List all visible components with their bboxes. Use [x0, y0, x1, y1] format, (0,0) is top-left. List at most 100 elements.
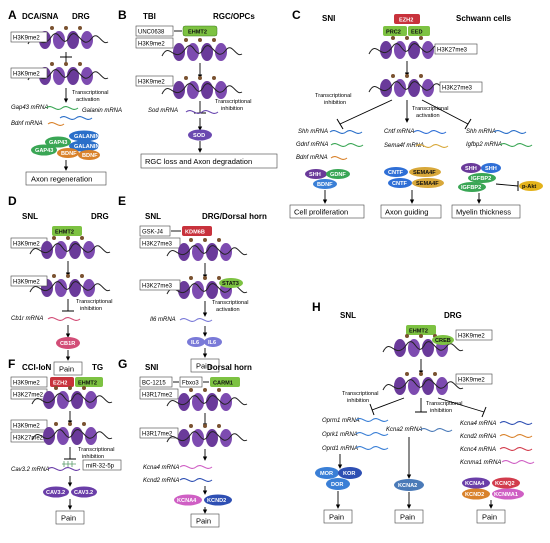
mrna-label: Cb1r mRNA [11, 316, 43, 322]
enzyme-label: EHMT2 [409, 329, 428, 335]
tf-creb [432, 335, 454, 345]
enzyme-label: PRC2 [386, 30, 401, 36]
enzyme-box [210, 377, 240, 387]
mrna-strand [355, 432, 389, 436]
nucleosome-icon [368, 73, 450, 98]
mrna-label: Il6 mRNA [150, 317, 176, 323]
histone-mark-box [434, 43, 478, 55]
protein-label: SHH [309, 172, 321, 178]
protein-label: KCNA4 [465, 481, 485, 487]
histone-mark-box [135, 37, 174, 49]
mrna-label: Cntf mRNA [384, 129, 414, 135]
mrna-label: Kcnd2 mRNA [460, 434, 496, 440]
outcome-text: Myelin thickness [456, 208, 511, 217]
enzyme-box [52, 226, 82, 236]
protein-kcna4 [462, 477, 490, 489]
nucleosome-icon [166, 387, 248, 412]
panel-g-condition: SNI [145, 363, 158, 372]
inhibitor-label: GSK-J4 [142, 230, 164, 236]
enzyme-label: EZH2 [399, 18, 413, 24]
inhibitor-label: UNC0638 [138, 30, 165, 36]
branch-line [421, 99, 469, 125]
histone-mark: H3K9me2 [13, 280, 40, 286]
panel-f-tissue: TG [92, 363, 103, 372]
protein-label: IL6 [208, 340, 216, 346]
histone-mark: H3K27me3 [142, 242, 173, 248]
annotation-line: Transcriptional [78, 447, 114, 453]
mrna-label: Shh mRNA [298, 129, 328, 135]
protein-label: CNTF [388, 170, 403, 176]
enzyme-label: EHMT2 [188, 30, 207, 36]
annotation-line: activation [216, 307, 240, 313]
mrna-label: Kcnd2 mRNA [143, 478, 179, 484]
enzyme-box [75, 377, 103, 387]
outcome-box [25, 171, 107, 186]
panel-d-condition: SNL [22, 212, 38, 221]
protein-label: MOR [320, 471, 333, 477]
panel-c-tissue: Schwann cells [456, 14, 512, 23]
histone-mark: H3K9me2 [13, 381, 40, 387]
mrna-label: Igfbp2 mRNA [466, 142, 502, 148]
protein-cntf [388, 178, 412, 188]
mrna-label: Kcna2 mRNA [386, 427, 422, 433]
panel-h-letter: H [312, 300, 321, 314]
panel-h-condition: SNL [340, 311, 356, 320]
outcome-box [289, 204, 365, 219]
outcome-box [451, 204, 521, 219]
enzyme-label: EZH2 [53, 381, 67, 387]
protein-kcnma1 [492, 488, 524, 500]
protein-dor [326, 478, 350, 490]
protein-label: GAP43 [35, 148, 53, 154]
protein-label: GALANIN [74, 134, 99, 140]
branch-line [437, 397, 485, 413]
annotation-line: inhibition [324, 100, 346, 106]
protein-label: CAV3.2 [46, 490, 65, 496]
mrna-strand [419, 428, 453, 432]
outcome-box [140, 153, 278, 169]
protein-kor [338, 467, 362, 479]
histone-mark-box [10, 376, 48, 388]
outcome-text: Pain [59, 365, 74, 374]
panel-g: G SNI Dorsal horn BC-1215 Fbxo3 CARM1 H3… [118, 357, 252, 528]
annotation-line: Transcriptional [342, 391, 378, 397]
protein-shh [461, 163, 481, 173]
protein-p-akt [519, 181, 543, 191]
outcome-text: Pain [196, 517, 211, 526]
protein-label: SEMA4F [413, 170, 436, 176]
protein-label: CB1R [60, 341, 75, 347]
protein-label: SEMA4F [416, 181, 439, 187]
protein-il6 [204, 337, 222, 347]
protein-label: KCNA2 [398, 483, 417, 489]
panel-e-condition: SNL [145, 212, 161, 221]
enzyme-box [50, 377, 74, 387]
protein-label: KCNQ2 [495, 481, 515, 487]
enzyme-label: EHMT2 [55, 230, 74, 236]
protein-kcnq2 [492, 477, 520, 489]
protein-gap43 [45, 136, 71, 148]
protein-label: GALANIN [74, 144, 99, 150]
enzyme-box [408, 26, 430, 36]
annotation-line: Transcriptional [315, 93, 351, 99]
enzyme-box [394, 14, 420, 24]
annotation-line: Transcriptional [412, 106, 448, 112]
panel-f: F CCI-IoN TG H3K9me2 H3K27me2 EZH2 EHMT2… [8, 357, 122, 525]
mrna-strand [330, 156, 348, 160]
panel-a-condition: DCA/SNA [22, 12, 59, 21]
panel-h: H SNL DRG EHMT2 H3K9me2 CREB H3K9me2 Tra… [312, 300, 535, 524]
protein-shh [305, 169, 327, 179]
protein-label: KOR [343, 471, 355, 477]
inhibitor-box [139, 225, 171, 237]
mrna-strand [329, 130, 363, 134]
protein-bdnf [57, 148, 79, 158]
outcome-text: Pain [482, 513, 497, 522]
outcome-text: Pain [61, 514, 76, 523]
annotation-line: Transcriptional [426, 401, 462, 407]
mrna-strand [330, 143, 364, 147]
panel-b-letter: B [118, 8, 127, 22]
outcome-box [380, 204, 442, 219]
protein-label: BDNF [317, 182, 333, 188]
block-bar-icon [336, 118, 344, 130]
histone-mark: H3K9me2 [458, 378, 485, 384]
histone-mark: H3K27me2 [13, 393, 44, 399]
